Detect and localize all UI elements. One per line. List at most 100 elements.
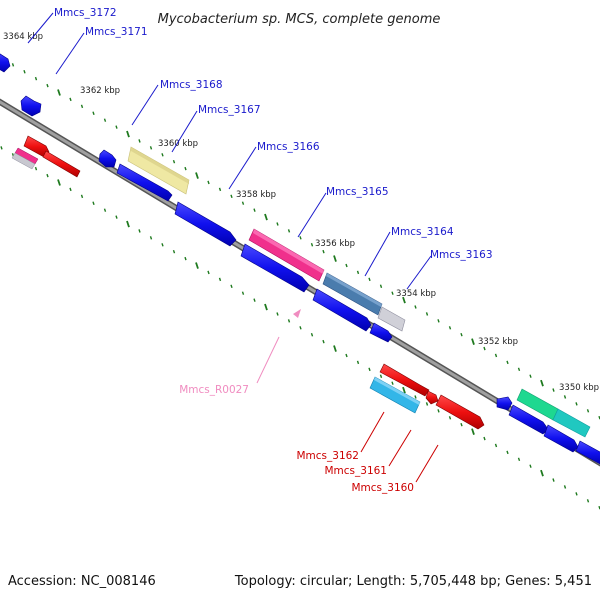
gene-label-3160[interactable]: Mmcs_3160 — [351, 482, 414, 494]
tick-mark — [138, 139, 141, 143]
tick-mark — [506, 360, 509, 365]
gene-arrow-left-red-b[interactable] — [42, 150, 81, 178]
tick-mark — [460, 422, 463, 427]
tick-mark — [80, 104, 84, 109]
tick-mark — [103, 208, 107, 212]
tick-mark — [241, 291, 245, 295]
gene-label-3167[interactable]: Mmcs_3167 — [198, 104, 261, 116]
tick-mark — [184, 166, 187, 171]
tick-mark — [402, 296, 406, 304]
gene-label-3161[interactable]: Mmcs_3161 — [324, 465, 387, 477]
tick-mark — [149, 146, 153, 150]
gene-box-right-green[interactable] — [516, 388, 591, 438]
tick-mark — [425, 402, 429, 406]
gene-arrow-right-4[interactable] — [575, 440, 600, 465]
tick-mark — [57, 179, 61, 186]
rna-marker-R0027[interactable] — [293, 309, 301, 318]
gene-label-3171[interactable]: Mmcs_3171 — [85, 26, 148, 38]
gene-features — [0, 52, 600, 465]
tick-mark — [345, 263, 348, 268]
tick-mark — [276, 312, 279, 316]
tick-mark — [529, 464, 532, 468]
gene-label-3164[interactable]: Mmcs_3164 — [391, 226, 454, 238]
gene-label-3172[interactable]: Mmcs_3172 — [54, 7, 117, 19]
kbp-labels: 3364 kbp 3362 kbp 3360 kbp 3358 kbp 3356… — [3, 32, 599, 393]
tick-mark — [356, 270, 360, 275]
gene-arrow-3162-red[interactable] — [379, 363, 430, 397]
tick-mark — [448, 416, 452, 420]
gene-box-3165[interactable] — [248, 228, 325, 282]
tick-mark — [161, 243, 164, 247]
tick-mark — [230, 284, 233, 289]
tick-mark — [552, 478, 555, 482]
tick-mark — [253, 208, 256, 212]
gene-arrow-3165-inner[interactable] — [240, 243, 310, 293]
gene-arrow-3166-outer[interactable] — [116, 163, 173, 202]
tick-marks — [0, 56, 600, 510]
gene-arrow-3164-inner[interactable] — [312, 288, 372, 332]
gene-arrow-3168[interactable] — [98, 149, 117, 168]
tick-mark — [333, 345, 337, 352]
gene-box-3163[interactable] — [377, 306, 406, 332]
tick-mark — [483, 346, 486, 351]
tick-mark — [460, 332, 463, 337]
tick-mark — [115, 215, 118, 219]
tick-mark — [172, 159, 176, 164]
tick-mark — [287, 229, 291, 233]
tick-mark — [195, 262, 199, 269]
map-title: Mycobacterium sp. MCS, complete genome — [158, 12, 441, 27]
gene-labels: Mmcs_3172 Mmcs_3171 Mmcs_3168 Mmcs_3167 … — [54, 7, 493, 494]
kbp-label: 3352 kbp — [478, 337, 518, 347]
tick-mark — [437, 409, 440, 413]
tick-mark — [529, 374, 532, 378]
gene-label-R0027[interactable]: Mmcs_R0027 — [179, 384, 249, 396]
gene-box-3162-cyan[interactable] — [369, 376, 421, 414]
tick-mark — [379, 374, 383, 379]
tick-mark — [506, 450, 509, 455]
tick-mark — [299, 236, 302, 240]
kbp-label: 3350 kbp — [559, 383, 599, 393]
gene-label-3168[interactable]: Mmcs_3168 — [160, 79, 223, 91]
tick-mark — [517, 367, 521, 372]
gene-label-3166[interactable]: Mmcs_3166 — [257, 141, 320, 153]
gene-box-3164[interactable] — [322, 272, 383, 316]
gene-label-3163[interactable]: Mmcs_3163 — [430, 249, 493, 261]
tick-mark — [92, 201, 95, 206]
tick-mark — [540, 469, 544, 477]
tick-mark — [253, 298, 256, 302]
tick-mark — [103, 118, 107, 122]
tick-mark — [34, 166, 38, 171]
tick-mark — [575, 402, 578, 406]
tick-mark — [287, 319, 291, 323]
gene-arrow-3166[interactable] — [174, 201, 237, 247]
kbp-label: 3362 kbp — [80, 86, 120, 96]
tick-mark — [46, 83, 49, 88]
gene-arrow-3171[interactable] — [20, 95, 42, 117]
gene-box-3167[interactable] — [127, 146, 190, 195]
tick-mark — [34, 76, 38, 81]
tick-mark — [207, 180, 210, 185]
gene-box-left-pink[interactable] — [11, 147, 39, 170]
tick-mark — [494, 353, 498, 358]
tick-mark — [322, 339, 325, 344]
gene-arrow-right-1[interactable] — [496, 396, 513, 411]
tick-mark — [218, 187, 222, 192]
tick-mark — [207, 270, 210, 275]
gene-arrow-3160-red[interactable] — [435, 394, 485, 430]
gene-label-3162[interactable]: Mmcs_3162 — [296, 450, 359, 462]
gene-arrow-3172[interactable] — [0, 52, 11, 73]
tick-mark — [184, 256, 187, 261]
gene-label-3165[interactable]: Mmcs_3165 — [326, 186, 389, 198]
gene-arrow-3163-inner[interactable] — [369, 322, 393, 343]
tick-mark — [563, 395, 567, 399]
tick-mark — [471, 338, 475, 345]
gene-arrow-3161-red[interactable] — [425, 390, 439, 405]
tick-mark — [345, 353, 348, 358]
tick-mark — [299, 326, 302, 330]
tick-mark — [241, 201, 245, 205]
kbp-label: 3364 kbp — [3, 32, 43, 42]
gene-arrow-right-3[interactable] — [543, 424, 579, 453]
tick-mark — [80, 194, 84, 199]
tick-mark — [563, 485, 567, 489]
